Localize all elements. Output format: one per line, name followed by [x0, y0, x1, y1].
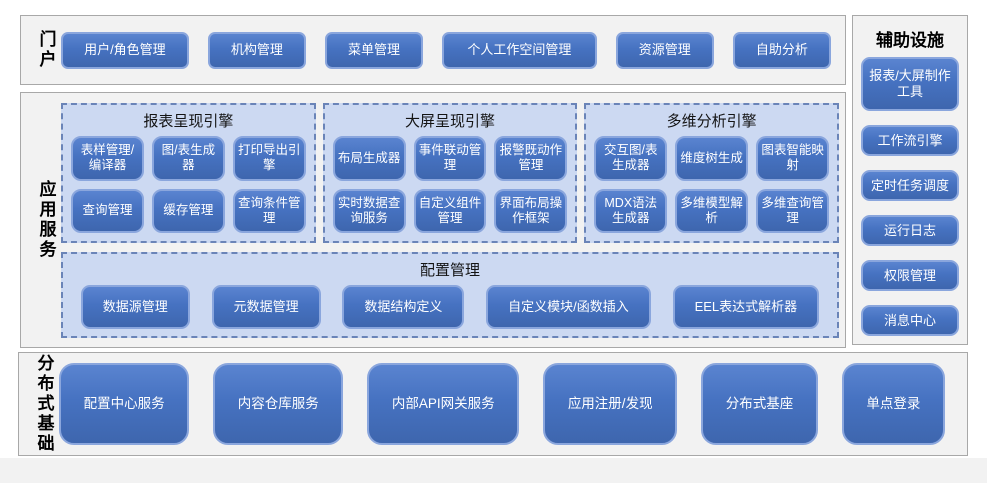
engine-node-grid: 布局生成器 事件联动管理 报警既动作管理 实时数据查询服务 自定义组件管理 界面… — [332, 136, 568, 233]
diagram-node: 数据源管理 — [80, 285, 190, 329]
engines-row: 报表呈现引擎 表样管理/编译器 图/表生成器 打印导出引擎 查询管理 缓存管理 … — [61, 103, 840, 243]
diagram-node: 实时数据查询服务 — [332, 188, 406, 233]
diagram-node: 交互图/表生成器 — [594, 136, 668, 181]
auxiliary-node-column: 报表/大屏制作工具 工作流引擎 定时任务调度 运行日志 权限管理 消息中心 — [861, 57, 959, 336]
olap-engine-group: 多维分析引擎 交互图/表生成器 维度树生成 图表智能映射 MDX语法生成器 多维… — [584, 103, 840, 243]
diagram-node: 报警既动作管理 — [494, 136, 568, 181]
engine-group-title: 大屏呈现引擎 — [405, 113, 496, 130]
distributed-section-label: 分布式基础 — [34, 354, 54, 454]
diagram-node: 资源管理 — [615, 31, 714, 69]
portal-section-label: 门户 — [36, 30, 56, 70]
diagram-node: 消息中心 — [861, 305, 959, 336]
bigscreen-engine-group: 大屏呈现引擎 布局生成器 事件联动管理 报警既动作管理 实时数据查询服务 自定义… — [322, 103, 578, 243]
diagram-node: 应用注册/发现 — [543, 363, 678, 445]
diagram-node: MDX语法生成器 — [594, 188, 668, 233]
diagram-node: 布局生成器 — [332, 136, 406, 181]
config-management-group: 配置管理 数据源管理 元数据管理 数据结构定义 自定义模块/函数插入 EEL表达… — [61, 252, 839, 338]
diagram-node: 权限管理 — [861, 260, 959, 291]
diagram-node: 打印导出引擎 — [232, 136, 306, 181]
diagram-node: 用户/角色管理 — [61, 31, 189, 69]
report-engine-group: 报表呈现引擎 表样管理/编译器 图/表生成器 打印导出引擎 查询管理 缓存管理 … — [61, 103, 316, 243]
diagram-node: 个人工作空间管理 — [442, 31, 597, 69]
diagram-node: 查询条件管理 — [232, 188, 306, 233]
auxiliary-section-title: 辅助设施 — [876, 31, 944, 50]
engine-group-title: 报表呈现引擎 — [143, 113, 234, 130]
diagram-node: 维度树生成 — [675, 136, 749, 181]
diagram-node: 元数据管理 — [211, 285, 321, 329]
diagram-node: 多维查询管理 — [756, 188, 830, 233]
diagram-node: 工作流引擎 — [861, 125, 959, 156]
diagram-node: 单点登录 — [841, 363, 945, 445]
diagram-node: 界面布局操作框架 — [494, 188, 568, 233]
portal-section: 门户 用户/角色管理 机构管理 菜单管理 个人工作空间管理 资源管理 自助分析 — [20, 15, 846, 85]
diagram-node: 分布式基座 — [701, 363, 818, 445]
diagram-node: 运行日志 — [861, 215, 959, 246]
diagram-node: 事件联动管理 — [413, 136, 487, 181]
auxiliary-section: 辅助设施 报表/大屏制作工具 工作流引擎 定时任务调度 运行日志 权限管理 消息… — [852, 15, 968, 345]
diagram-node: 图表智能映射 — [756, 136, 830, 181]
diagram-node: 缓存管理 — [151, 188, 225, 233]
diagram-node: 菜单管理 — [324, 31, 424, 69]
engine-node-grid: 交互图/表生成器 维度树生成 图表智能映射 MDX语法生成器 多维模型解析 多维… — [594, 136, 830, 233]
diagram-node: 自定义组件管理 — [413, 188, 487, 233]
app-services-section-label: 应用服务 — [36, 180, 56, 260]
distributed-foundation-section: 分布式基础 配置中心服务 内容仓库服务 内部API网关服务 应用注册/发现 分布… — [18, 352, 968, 456]
diagram-node: EEL表达式解析器 — [672, 285, 820, 329]
diagram-node: 数据结构定义 — [342, 285, 465, 329]
app-services-section: 应用服务 报表呈现引擎 表样管理/编译器 图/表生成器 打印导出引擎 查询管理 … — [20, 92, 846, 348]
engine-node-grid: 表样管理/编译器 图/表生成器 打印导出引擎 查询管理 缓存管理 查询条件管理 — [71, 136, 306, 233]
diagram-node: 查询管理 — [71, 188, 144, 233]
diagram-node: 内容仓库服务 — [213, 363, 344, 445]
app-services-content: 报表呈现引擎 表样管理/编译器 图/表生成器 打印导出引擎 查询管理 缓存管理 … — [61, 93, 840, 347]
config-node-row: 数据源管理 元数据管理 数据结构定义 自定义模块/函数插入 EEL表达式解析器 — [73, 285, 827, 329]
diagram-node: 自助分析 — [732, 31, 831, 69]
diagram-node: 机构管理 — [207, 31, 306, 69]
page-background-strip — [0, 458, 987, 483]
diagram-node: 多维模型解析 — [675, 188, 749, 233]
portal-node-row: 用户/角色管理 机构管理 菜单管理 个人工作空间管理 资源管理 自助分析 — [61, 31, 831, 69]
diagram-node: 定时任务调度 — [861, 170, 959, 201]
diagram-node: 表样管理/编译器 — [71, 136, 144, 181]
distributed-node-row: 配置中心服务 内容仓库服务 内部API网关服务 应用注册/发现 分布式基座 单点… — [59, 363, 945, 445]
config-group-title: 配置管理 — [419, 262, 480, 279]
diagram-node: 自定义模块/函数插入 — [486, 285, 651, 329]
diagram-node: 配置中心服务 — [59, 363, 190, 445]
diagram-node: 图/表生成器 — [151, 136, 225, 181]
diagram-node: 内部API网关服务 — [367, 363, 520, 445]
engine-group-title: 多维分析引擎 — [666, 113, 757, 130]
diagram-node: 报表/大屏制作工具 — [861, 57, 959, 111]
